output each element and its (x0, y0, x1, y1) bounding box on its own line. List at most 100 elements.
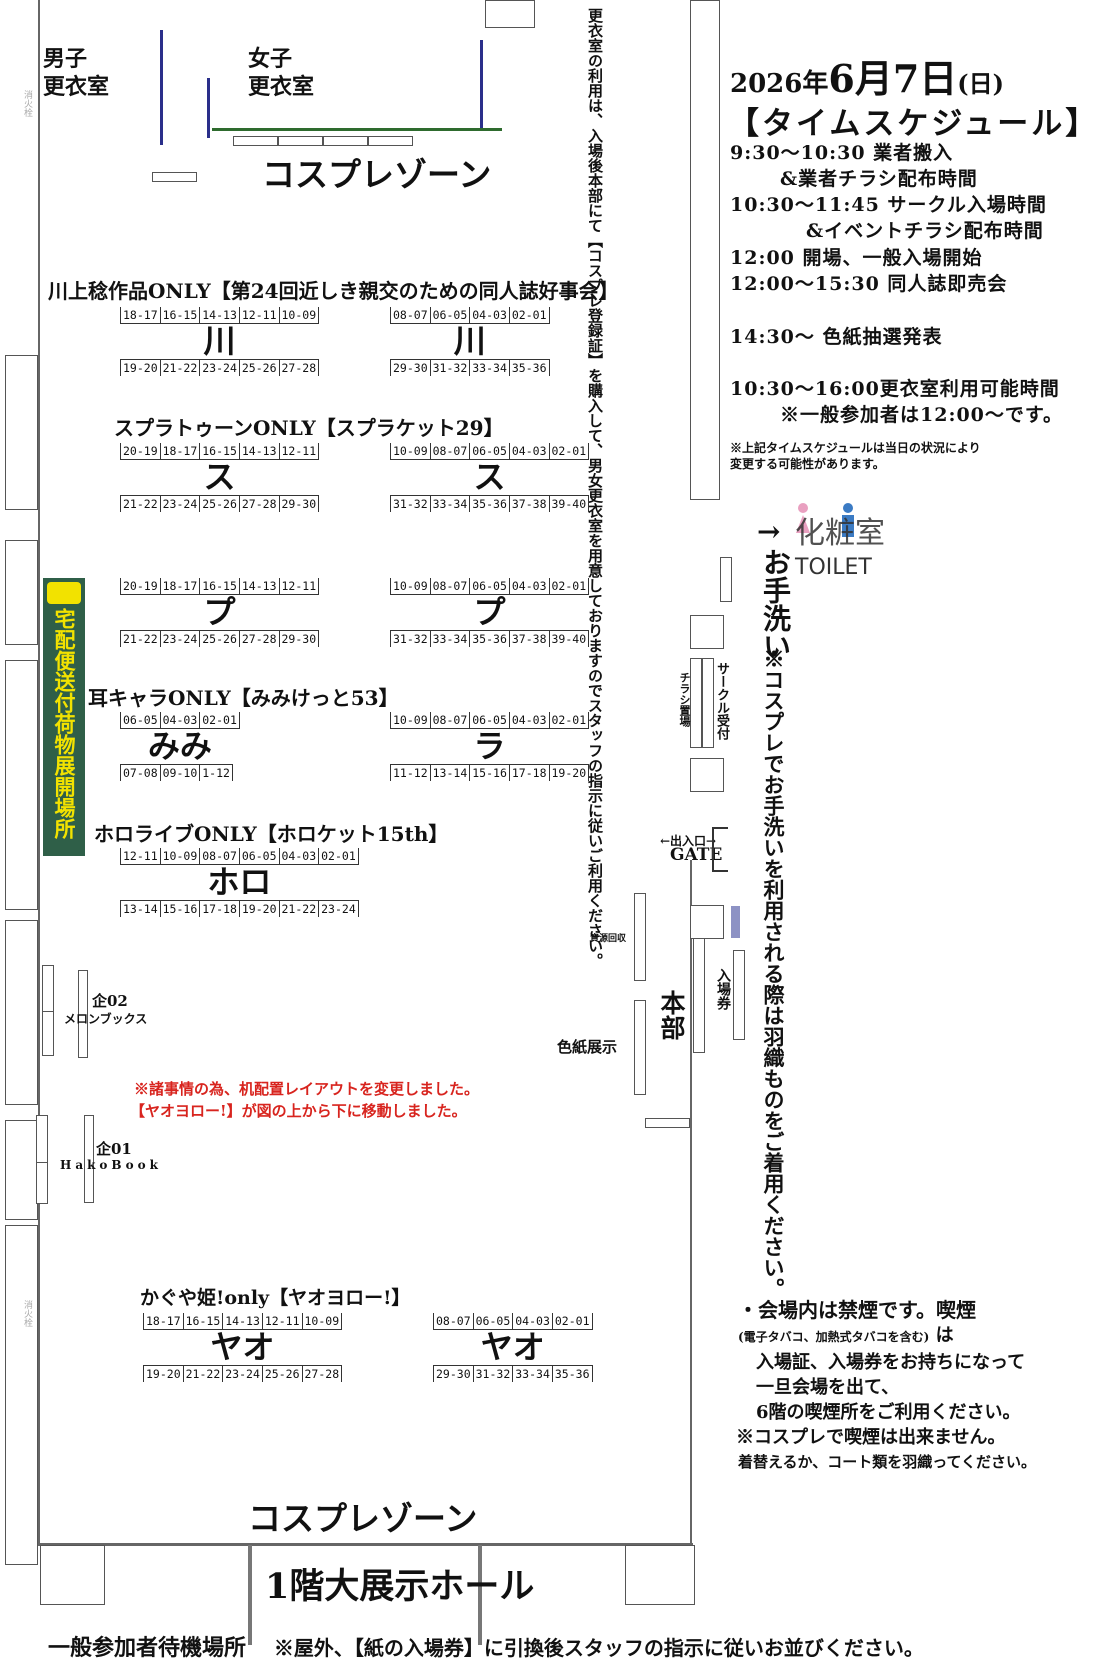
table-number[interactable]: 33-34 (429, 496, 470, 512)
table-number[interactable]: 35-36 (508, 360, 550, 376)
table-number[interactable]: 06-05 (469, 443, 509, 459)
table-number[interactable]: 13-14 (429, 765, 470, 781)
table-number[interactable]: 17-18 (508, 765, 549, 781)
table-number[interactable]: 18-17 (159, 578, 200, 594)
table-number[interactable]: 06-05 (238, 848, 279, 864)
table-number[interactable]: 19-20 (238, 901, 279, 917)
table-number[interactable]: 10-09 (278, 307, 320, 323)
table-number[interactable]: 12-11 (278, 578, 320, 594)
table-number[interactable]: 29-30 (390, 360, 430, 376)
table-number[interactable]: 18-17 (120, 307, 160, 323)
table-number[interactable]: 02-01 (548, 578, 590, 594)
table-number[interactable]: 08-07 (390, 307, 430, 323)
table-number[interactable]: 06-05 (469, 712, 509, 728)
table-number[interactable]: 08-07 (429, 712, 470, 728)
table-number[interactable]: 17-18 (199, 901, 239, 917)
table-number[interactable]: 14-13 (222, 1313, 262, 1329)
table-number[interactable]: 04-03 (159, 712, 200, 728)
table-number[interactable]: 02-01 (199, 712, 240, 728)
table-number[interactable]: 25-26 (238, 360, 279, 376)
table-number[interactable]: 04-03 (508, 712, 549, 728)
table-number[interactable]: 14-13 (238, 443, 279, 459)
table-number[interactable]: 35-36 (469, 631, 509, 647)
table-number[interactable]: 39-40 (548, 496, 590, 512)
table-number[interactable]: 16-15 (199, 443, 239, 459)
table-number[interactable]: 33-34 (469, 360, 509, 376)
table-number[interactable]: 29-30 (278, 631, 320, 647)
table-number[interactable]: 04-03 (508, 443, 549, 459)
table-number[interactable]: 23-24 (199, 360, 239, 376)
table-number[interactable]: 14-13 (199, 307, 239, 323)
table-number[interactable]: 33-34 (429, 631, 470, 647)
table-number[interactable]: 31-32 (390, 496, 430, 512)
table-number[interactable]: 02-01 (548, 712, 590, 728)
table-number[interactable]: 21-22 (182, 1366, 223, 1382)
table-number[interactable]: 10-09 (390, 578, 430, 594)
table-number[interactable]: 02-01 (548, 443, 590, 459)
table-number[interactable]: 37-38 (508, 631, 549, 647)
table-number[interactable]: 12-11 (120, 848, 160, 864)
table-number[interactable]: 06-05 (472, 1313, 513, 1329)
table-number[interactable]: 10-09 (390, 712, 430, 728)
table-number[interactable]: 33-34 (512, 1366, 552, 1382)
table-number[interactable]: 04-03 (278, 848, 319, 864)
table-number[interactable]: 16-15 (182, 1313, 223, 1329)
table-number[interactable]: 21-22 (159, 360, 200, 376)
table-number[interactable]: 39-40 (548, 631, 590, 647)
table-number[interactable]: 1-12 (199, 765, 233, 781)
table-number[interactable]: 15-16 (469, 765, 509, 781)
table-number[interactable]: 04-03 (508, 578, 549, 594)
table-number[interactable]: 19-20 (548, 765, 590, 781)
table-number[interactable]: 20-19 (120, 578, 160, 594)
table-number[interactable]: 12-11 (238, 307, 279, 323)
table-number[interactable]: 13-14 (120, 901, 160, 917)
table-number[interactable]: 19-20 (143, 1366, 183, 1382)
table-number[interactable]: 10-09 (301, 1313, 343, 1329)
table-number[interactable]: 08-07 (429, 443, 470, 459)
table-number[interactable]: 16-15 (199, 578, 239, 594)
table-number[interactable]: 18-17 (143, 1313, 183, 1329)
table-number[interactable]: 12-11 (261, 1313, 302, 1329)
table-number[interactable]: 21-22 (120, 496, 160, 512)
table-number[interactable]: 20-19 (120, 443, 160, 459)
table-number[interactable]: 37-38 (508, 496, 549, 512)
table-number[interactable]: 21-22 (120, 631, 160, 647)
table-number[interactable]: 12-11 (278, 443, 320, 459)
table-number[interactable]: 02-01 (318, 848, 359, 864)
table-number[interactable]: 10-09 (390, 443, 430, 459)
table-number[interactable]: 07-08 (120, 765, 160, 781)
table-number[interactable]: 35-36 (551, 1366, 593, 1382)
table-number[interactable]: 25-26 (199, 631, 239, 647)
table-number[interactable]: 31-32 (390, 631, 430, 647)
table-number[interactable]: 27-28 (238, 631, 279, 647)
table-number[interactable]: 14-13 (238, 578, 279, 594)
table-number[interactable]: 23-24 (318, 901, 359, 917)
table-number[interactable]: 35-36 (469, 496, 509, 512)
table-number[interactable]: 18-17 (159, 443, 200, 459)
table-number[interactable]: 29-30 (278, 496, 320, 512)
table-number[interactable]: 25-26 (261, 1366, 302, 1382)
table-number[interactable]: 06-05 (469, 578, 509, 594)
table-number[interactable]: 15-16 (159, 901, 200, 917)
table-number[interactable]: 16-15 (159, 307, 200, 323)
table-number[interactable]: 10-09 (159, 848, 200, 864)
table-number[interactable]: 02-01 (508, 307, 550, 323)
table-number[interactable]: 21-22 (278, 901, 319, 917)
table-number[interactable]: 25-26 (199, 496, 239, 512)
table-number[interactable]: 23-24 (159, 631, 200, 647)
table-number[interactable]: 11-12 (390, 765, 430, 781)
table-number[interactable]: 06-05 (429, 307, 470, 323)
table-number[interactable]: 06-05 (120, 712, 160, 728)
table-number[interactable]: 29-30 (433, 1366, 473, 1382)
table-number[interactable]: 19-20 (120, 360, 160, 376)
table-number[interactable]: 27-28 (301, 1366, 343, 1382)
table-number[interactable]: 02-01 (551, 1313, 593, 1329)
table-number[interactable]: 23-24 (159, 496, 200, 512)
table-number[interactable]: 08-07 (429, 578, 470, 594)
table-number[interactable]: 31-32 (472, 1366, 513, 1382)
table-number[interactable]: 04-03 (512, 1313, 552, 1329)
table-number[interactable]: 31-32 (429, 360, 470, 376)
table-number[interactable]: 27-28 (278, 360, 320, 376)
table-number[interactable]: 09-10 (159, 765, 200, 781)
table-number[interactable]: 08-07 (199, 848, 239, 864)
